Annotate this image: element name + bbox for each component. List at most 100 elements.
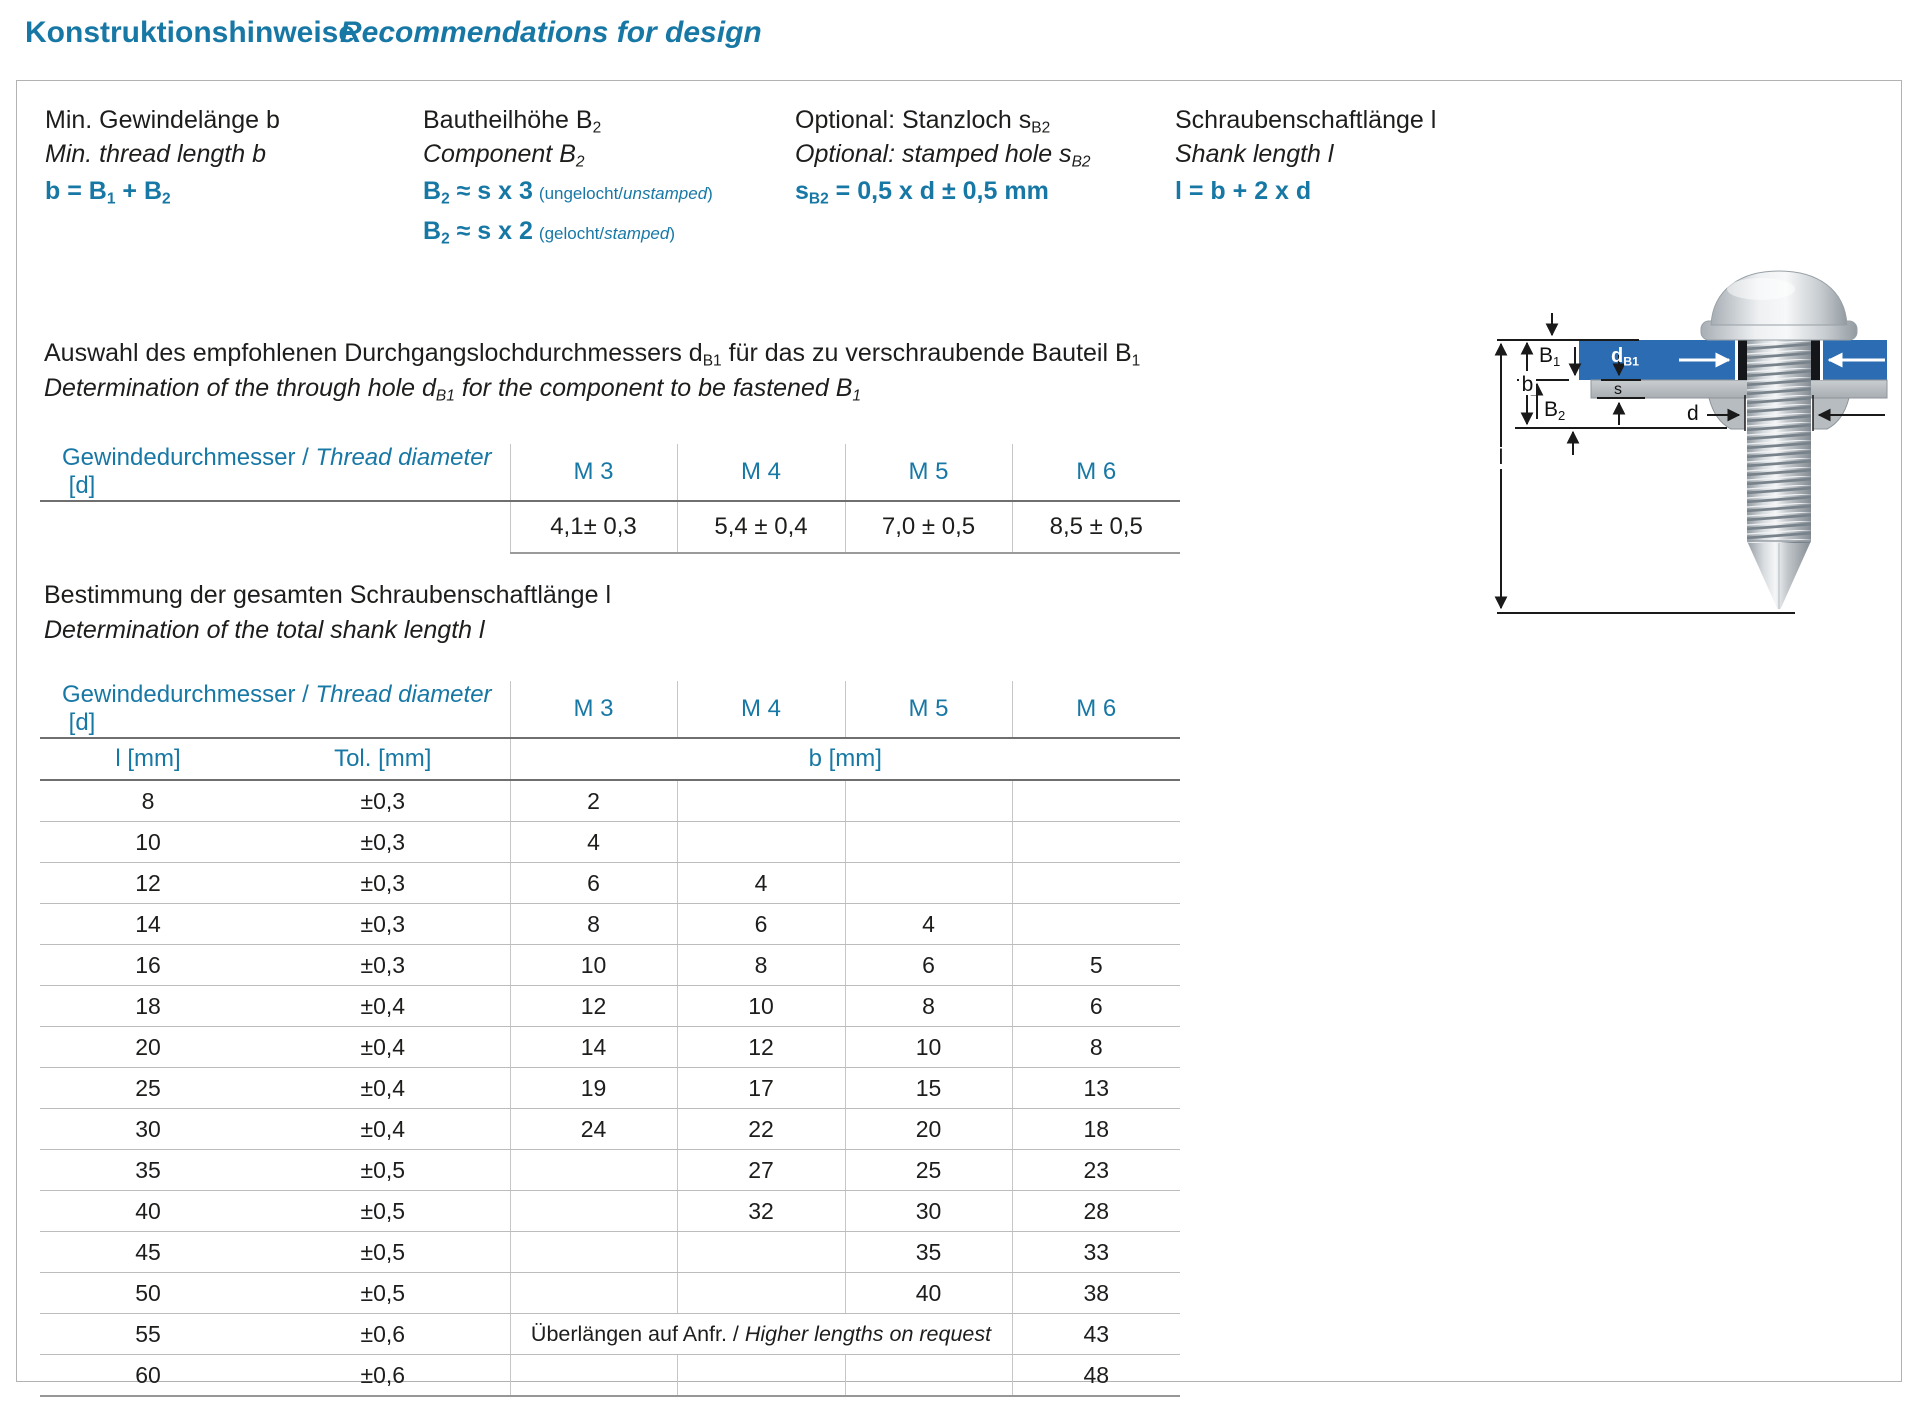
cell: 8 (40, 780, 256, 822)
cell: 7,0 ± 0,5 (844, 501, 1012, 554)
cell: 38 (1011, 1272, 1181, 1314)
formula-block-thread-length: Min. Gewindelänge b Min. thread length b… (45, 103, 280, 208)
cell (509, 1231, 678, 1273)
label-b: b (1519, 374, 1536, 395)
cell: 8 (509, 903, 678, 945)
col-header-m5: M 5 (844, 681, 1013, 739)
cell: 10 (40, 821, 256, 863)
label-b1: B1 (1539, 344, 1561, 369)
cell: 50 (40, 1272, 256, 1314)
cell: 4 (676, 862, 846, 904)
cell: 22 (676, 1108, 846, 1150)
col-header-m3: M 3 (509, 444, 677, 502)
cell (1011, 862, 1181, 904)
formula-title-de: Schraubenschaftlänge l (1175, 106, 1437, 134)
cell (1011, 903, 1181, 945)
section-heading-de: Bestimmung der gesamten Schraubenschaftl… (44, 581, 611, 609)
screw-diagram-illustration (1494, 270, 1888, 614)
table-header-row: Gewindedurchmesser / Thread diameter [d]… (40, 444, 1180, 502)
cell: ±0,5 (256, 1272, 511, 1314)
cell: 18 (1011, 1108, 1181, 1150)
cell: ±0,5 (256, 1190, 511, 1232)
formula-block-shank-length: Schraubenschaftlänge l Shank length l l … (1175, 103, 1436, 208)
cell: 10 (509, 944, 678, 986)
content-frame: Min. Gewindelänge b Min. thread length b… (16, 80, 1902, 1397)
formula-title-de: Bautheilhöhe B2 (423, 106, 602, 137)
cell: 8 (1011, 1026, 1181, 1068)
cell (676, 780, 846, 822)
cell: 60 (40, 1354, 256, 1397)
cell: ±0,4 (256, 1026, 511, 1068)
thread-diameter-label: Gewindedurchmesser / Thread diameter [d] (40, 444, 510, 502)
cell: 40 (844, 1272, 1013, 1314)
cell (844, 821, 1013, 863)
formula-text: sB2 = 0,5 x d ± 0,5 mm (795, 177, 1049, 208)
cell: 27 (676, 1149, 846, 1191)
cell: 23 (1011, 1149, 1181, 1191)
table-row: 4,1± 0,3 5,4 ± 0,4 7,0 ± 0,5 8,5 ± 0,5 (40, 501, 1180, 554)
cell: 14 (40, 903, 256, 945)
cell: 6 (1011, 985, 1181, 1027)
cell: 10 (676, 985, 846, 1027)
cell: 14 (509, 1026, 678, 1068)
formula-title-en: Min. thread length b (45, 140, 266, 168)
cell (844, 862, 1013, 904)
cell: 20 (844, 1108, 1013, 1150)
col-header-m6: M 6 (1011, 681, 1181, 739)
dimension-arrows (1494, 313, 1885, 610)
cell (1011, 780, 1181, 822)
screw-cross-section-diagram: B1 b B2 s dB1 d l (1489, 243, 1909, 643)
formula-title-de: Optional: Stanzloch sB2 (795, 106, 1051, 137)
cell (40, 501, 510, 553)
cell (509, 1354, 678, 1397)
subheader-tolerance: Tol. [mm] (256, 738, 511, 781)
cell: 2 (509, 780, 678, 822)
formula-note: (ungelocht/unstamped) (538, 184, 713, 203)
subheader-b-mm: b [mm] (509, 738, 1181, 781)
cell: 15 (844, 1067, 1013, 1109)
cell (1011, 821, 1181, 863)
cell: 12 (40, 862, 256, 904)
cell (676, 1231, 846, 1273)
section-heading-through-hole: Auswahl des empfohlenen Durchgangslochdu… (44, 336, 1140, 406)
col-header-m4: M 4 (676, 681, 846, 739)
label-b2: B2 (1544, 398, 1566, 423)
cell: 6 (844, 944, 1013, 986)
cell: 35 (40, 1149, 256, 1191)
cell: 25 (844, 1149, 1013, 1191)
cell: 55 (40, 1313, 256, 1355)
overlength-note: Überlängen auf Anfr. / Higher lengths on… (509, 1313, 1013, 1355)
cell: ±0,3 (256, 903, 511, 945)
page-title-english: Recommendations for design (340, 16, 762, 49)
cell: 33 (1011, 1231, 1181, 1273)
cell (509, 1149, 678, 1191)
section-heading-en: Determination of the through hole dB1 fo… (44, 374, 862, 405)
cell: 18 (40, 985, 256, 1027)
cell: 30 (40, 1108, 256, 1150)
collar-right (1812, 397, 1850, 430)
cell: 19 (509, 1067, 678, 1109)
cell: ±0,4 (256, 1108, 511, 1150)
cell: ±0,5 (256, 1149, 511, 1191)
cell: 12 (676, 1026, 846, 1068)
cell: 28 (1011, 1190, 1181, 1232)
shank-length-table: Gewindedurchmesser / Thread diameter [d]… (40, 681, 1181, 1397)
col-header-m4: M 4 (676, 444, 845, 502)
cell: 43 (1011, 1313, 1181, 1355)
formula-text: B2 ≈ s x 3(ungelocht/unstamped) (423, 177, 713, 208)
cell (676, 1354, 846, 1397)
cell: 16 (40, 944, 256, 986)
cell: ±0,3 (256, 862, 511, 904)
cell: 8,5 ± 0,5 (1011, 501, 1180, 554)
cell: 4 (509, 821, 678, 863)
cell: 40 (40, 1190, 256, 1232)
cell (844, 780, 1013, 822)
